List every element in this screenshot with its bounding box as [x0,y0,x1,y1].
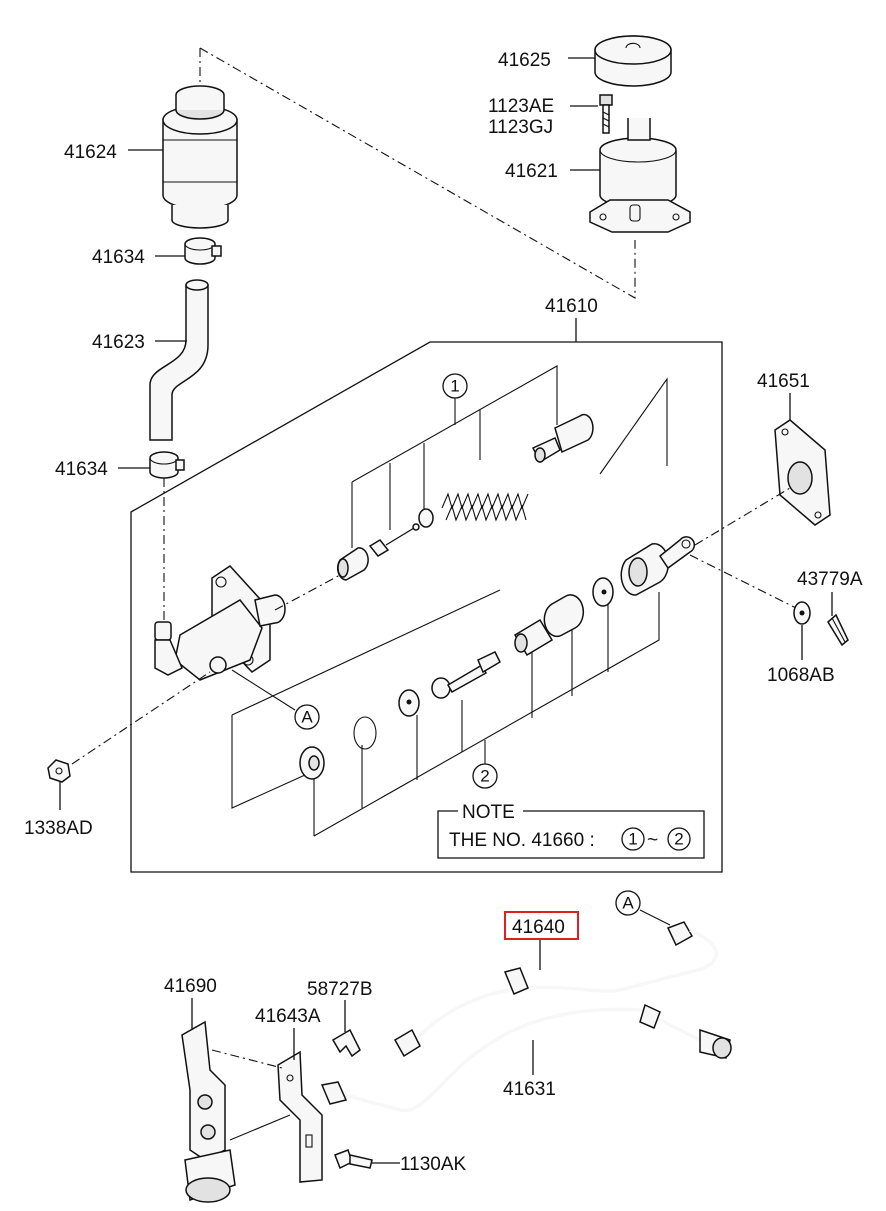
note-title: NOTE [462,802,515,823]
label-41625[interactable]: 41625 [498,50,551,71]
valve-seal[interactable] [418,508,434,528]
push-rod[interactable] [431,651,501,699]
label-1123GJ[interactable]: 1123GJ [488,117,553,138]
svg-text:A: A [622,894,634,913]
note-range-end: 2 [674,830,683,849]
label-41634-lower[interactable]: 41634 [55,459,108,480]
return-spring[interactable] [441,492,529,522]
bracket-41690[interactable] [181,1020,236,1203]
svg-text:2: 2 [480,767,489,786]
hose-clamp-41634-lower[interactable] [149,451,185,479]
assembly-box-41610 [130,341,723,873]
label-41643A[interactable]: 41643A [255,1006,321,1027]
seal-washer[interactable] [398,689,420,717]
bracket-41643A[interactable] [277,1050,323,1183]
valve-stem[interactable] [368,523,420,557]
ref-a-callout-lower [615,890,641,916]
note-range-start: 1 [628,830,637,849]
washer-1068AB[interactable] [793,601,811,625]
label-43779A[interactable]: 43779A [797,569,863,590]
bolt-1123AE[interactable] [599,94,613,134]
note-box: NOTE THE NO. 41660 : 1 ~ 2 [437,802,705,859]
nut-1338AD[interactable] [47,759,71,783]
hose-41623[interactable] [149,279,209,441]
clevis-boot[interactable] [620,536,696,596]
kit-1-callout [442,373,468,399]
bolt-1130AK[interactable] [334,1149,373,1170]
note-text: THE NO. 41660 : [449,830,595,851]
label-41623[interactable]: 41623 [92,332,145,353]
clutch-hose-41640[interactable] [393,921,718,1058]
highlight-box-41640 [504,911,579,940]
split-pin-43779A[interactable] [827,613,849,647]
label-41621[interactable]: 41621 [505,161,558,182]
ref-a-callout-upper [294,704,320,730]
push-rod-adjuster[interactable] [513,618,554,657]
label-41631[interactable]: 41631 [503,1079,556,1100]
hose-clamp-41634-upper[interactable] [184,237,222,265]
o-ring[interactable] [353,716,377,750]
label-41624[interactable]: 41624 [64,142,117,163]
reservoir-cap-41625[interactable] [594,35,672,87]
reservoir-41624[interactable] [162,85,238,229]
gasket-41651[interactable] [774,419,831,526]
primary-piston[interactable] [531,413,594,464]
clip-58727B[interactable] [331,1028,361,1058]
kit-2-callout [472,763,498,789]
label-41640[interactable]: 41640 [512,917,565,938]
reservoir-link-diagonal [199,47,636,299]
svg-text:A: A [301,708,313,727]
clutch-pipe-41631[interactable] [320,1003,732,1113]
label-41610[interactable]: 41610 [545,296,598,317]
label-41690[interactable]: 41690 [164,976,217,997]
retainer-bushing[interactable] [592,577,614,607]
label-41651[interactable]: 41651 [757,371,810,392]
washer-seat[interactable] [299,746,325,780]
reservoir-bracket-41621[interactable] [589,118,691,233]
svg-text:1: 1 [450,377,459,396]
label-1130AK[interactable]: 1130AK [400,1154,467,1175]
note-range-sep: ~ [647,830,658,851]
piston-cup[interactable] [336,547,369,581]
label-58727B[interactable]: 58727B [307,979,373,1000]
master-cylinder-body[interactable] [154,565,286,681]
push-rod-boot[interactable] [543,594,585,638]
label-1068AB[interactable]: 1068AB [767,665,835,686]
label-41634-upper[interactable]: 41634 [92,247,145,268]
label-1123AE[interactable]: 1123AE [488,96,554,117]
label-1338AD[interactable]: 1338AD [24,818,93,839]
